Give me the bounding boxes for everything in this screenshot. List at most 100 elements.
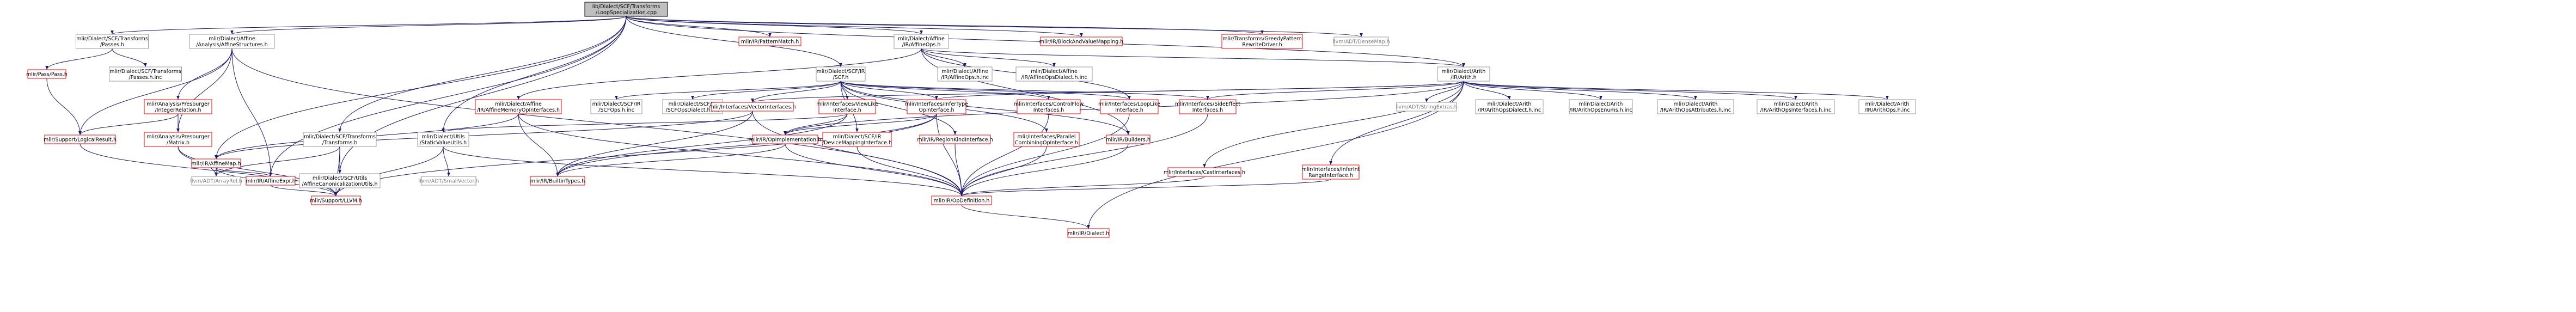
node-cast-ifaces[interactable]: mlir/Interfaces/CastInterfaces.h [1164,167,1245,177]
node-logical-result[interactable]: mlir/Support/LogicalResult.h [44,134,117,144]
node-parallel-combining-iface[interactable]: mlir/Interfaces/ParallelCombiningOpInter… [1013,132,1080,147]
node-arith-ops-dialect-inc[interactable]: mlir/Dialect/Arith/IR/ArithOpsDialect.h.… [1475,99,1544,114]
node-label-line: mlir/IR/Builders.h [1106,137,1151,143]
node-pass[interactable]: mlir/Pass/Pass.h [26,69,68,79]
node-label-line: mlir/Dialect/SCF/IR [669,101,717,107]
node-op-impl[interactable]: mlir/IR/OpImplementation.h [749,134,821,144]
node-scf-transforms[interactable]: mlir/Dialect/SCF/Transforms/Transforms.h [303,132,377,147]
node-string-extras[interactable]: llvm/ADT/StringExtras.h [1396,102,1458,112]
edge-viewlike_iface-to-op_impl [784,113,848,136]
edge-scf_h-to-region_kind_iface [840,81,957,136]
node-arith-ops-inc[interactable]: mlir/Dialect/Arith/IR/ArithOps.h.inc [1858,99,1916,114]
edge-affine_struct-to-presb_intrel [176,48,232,100]
node-label-line: mlir/Dialect/SCF/IR [592,101,641,107]
edge-region_kind_iface-to-op_definition [954,143,963,197]
node-presb-intrel[interactable]: mlir/Analysis/Presburger/IntegerRelation… [144,99,212,114]
node-label-line: mlir/Dialect/Arith [1488,101,1532,107]
node-vector-ifaces[interactable]: mlir/Interfaces/VectorInterfaces.h [709,102,796,112]
node-affine-ops[interactable]: mlir/Dialect/Affine/IR/AffineOps.h [894,34,949,49]
node-label-line: mlir/Dialect/SCF/IR [833,134,882,140]
node-arith-h[interactable]: mlir/Dialect/Arith/IR/Arith.h [1437,66,1490,82]
edge-logical_result-to-support_llvm [79,143,338,197]
node-scf-passes[interactable]: mlir/Dialect/SCF/Transforms/Passes.h [76,34,149,49]
node-arith-ops-enums-inc[interactable]: mlir/Dialect/Arith/IR/ArithOpsEnums.h.in… [1569,99,1633,114]
node-box [303,132,377,147]
node-box [1106,134,1151,144]
node-label-line: /IR/AffineOps.h [902,42,941,48]
edge-arith_h-to-vector_ifaces [751,81,1464,103]
node-arith-ops-attrs-inc[interactable]: mlir/Dialect/Arith/IR/ArithOpsAttributes… [1657,99,1734,114]
node-box [144,132,212,147]
node-box [590,99,643,114]
node-support-llvm[interactable]: mlir/Support/LLVM.h [310,195,362,205]
node-label-line: mlir/IR/BlockAndValueMapping.h [1039,39,1123,45]
node-label-line: /Analysis/AffineStructures.h [196,42,267,48]
node-greedy-rewrite[interactable]: mlir/Transforms/GreedyPatternRewriteDriv… [1221,34,1303,49]
edge-static_value_utils-to-small_vector [443,146,450,177]
node-pattern-match[interactable]: mlir/IR/PatternMatch.h [738,36,801,46]
edge-scf_h-to-scf_ops_dialect_inc [691,81,841,100]
node-label-line: mlir/IR/OpImplementation.h [749,137,821,143]
node-region-kind-iface[interactable]: mlir/IR/RegionKindInterface.h [917,134,993,144]
node-label-line: mlir/IR/RegionKindInterface.h [917,137,993,143]
edge-arith_h-to-arith_ops_attrs_inc [1463,81,1697,100]
node-scf-passes-inc[interactable]: mlir/Dialect/SCF/Transforms/Passes.h.inc [109,66,182,82]
node-static-value-utils[interactable]: mlir/Dialect/Utils/StaticValueUtils.h [417,132,469,147]
node-box [931,195,992,205]
node-label-line: CombiningOpInterface.h [1015,140,1078,146]
edge-root-to-affine_struct [230,16,627,35]
node-presb-matrix[interactable]: mlir/Analysis/Presburger/Matrix.h [144,132,212,147]
node-scf-h[interactable]: mlir/Dialect/SCF/IR/SCF.h [816,66,866,82]
node-dialect[interactable]: mlir/IR/Dialect.h [1067,228,1110,238]
node-builders[interactable]: mlir/IR/Builders.h [1106,134,1151,144]
node-label-line: Interface.h [1115,107,1143,113]
node-builtin-types[interactable]: mlir/IR/BuiltinTypes.h [530,176,585,186]
node-label-line: /SCFOps.h.inc [598,107,634,113]
node-arith-ops-ifaces-inc[interactable]: mlir/Dialect/Arith/IR/ArithOpsInterfaces… [1757,99,1835,114]
node-op-definition[interactable]: mlir/IR/OpDefinition.h [931,195,992,205]
node-affine-ops-dialect-inc[interactable]: mlir/Dialect/Affine/IR/AffineOpsDialect.… [1015,66,1093,82]
edge-affine_expr-to-support_llvm [270,185,338,197]
node-label-line: /IR/AffineMemoryOpInterfaces.h [477,107,560,113]
node-label-line: /Passes.h.inc [129,75,162,81]
edge-arith_h-to-side_effect_ifaces [1206,81,1464,100]
node-label-line: mlir/Dialect/SCF/Transforms [76,36,148,42]
node-label-line: /StaticValueUtils.h [420,140,467,146]
node-label-line: mlir/Dialect/Affine [1031,69,1078,75]
node-dense-map[interactable]: llvm/ADT/DenseMap.h [1332,36,1390,46]
edge-root-to-block_and_value_mapping [626,16,1083,38]
edge-vector_ifaces-to-affine_map [215,111,753,160]
node-small-vector[interactable]: llvm/ADT/SmallVector.h [419,176,479,186]
node-scf-utils[interactable]: mlir/Dialect/SCF/Utils/AffineCanonicaliz… [299,173,381,188]
node-affine-ops-inc[interactable]: mlir/Dialect/Affine/IR/AffineOps.h.inc [937,66,993,82]
node-label-line: mlir/Interfaces/ViewLike [816,101,878,107]
edge-affine_struct-to-logical_result [78,48,232,136]
node-label-line: /AffineCanonicalizationUtils.h [302,181,378,187]
node-label-line: mlir/Analysis/Presburger [146,134,210,140]
node-affine-map[interactable]: mlir/IR/AffineMap.h [191,158,241,168]
node-label-line: RewriteDriver.h [1242,42,1282,48]
node-scf-ops-inc[interactable]: mlir/Dialect/SCF/IR/SCFOps.h.inc [590,99,643,114]
node-array-ref[interactable]: llvm/ADT/ArrayRef.h [190,176,242,186]
node-device-mapping-iface[interactable]: mlir/Dialect/SCF/IR/DeviceMappingInterfa… [822,132,892,147]
node-box [1569,99,1633,114]
node-box [1657,99,1734,114]
edge-static_value_utils-to-op_definition [443,146,963,197]
node-box [1100,99,1159,114]
node-block-and-value-mapping[interactable]: mlir/IR/BlockAndValueMapping.h [1039,36,1123,46]
node-affine-expr[interactable]: mlir/IR/AffineExpr.h [246,176,296,186]
node-label-line: mlir/Interfaces/ControlFlow [1014,101,1084,107]
edge-affine_struct-to-presb_matrix [176,48,232,133]
edge-root-to-scf_transforms [338,16,627,133]
node-label-line: mlir/Dialect/SCF/Transforms [109,69,181,75]
node-affine-mem-op-ifaces[interactable]: mlir/Dialect/Affine/IR/AffineMemoryOpInt… [475,99,562,114]
node-affine-struct[interactable]: mlir/Dialect/Affine/Analysis/AffineStruc… [189,34,275,49]
node-box [1858,99,1916,114]
edge-scf_passes-to-scf_passes_inc [112,48,147,68]
